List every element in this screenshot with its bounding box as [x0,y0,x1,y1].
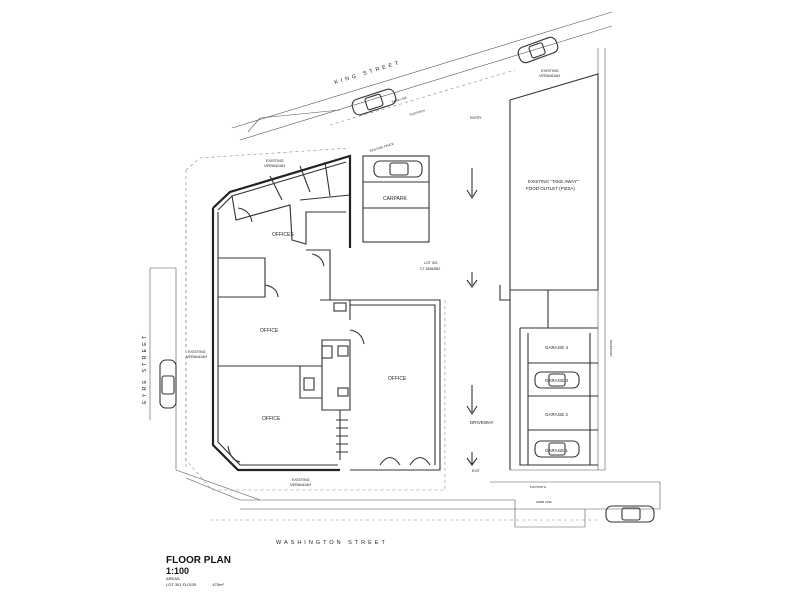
room-label-carpark: CARPARK [383,196,407,202]
room-label-office-bottom: OFFICE [262,416,281,422]
room-label-offices: OFFICES [272,232,294,238]
takeaway-label-2: FOOD OUTLET (PIZZA) [526,186,575,191]
fence-label-north: EXISTING FENCE [369,142,394,153]
car-icon [373,160,423,178]
plan-title: FLOOR PLAN [166,555,231,566]
car-park-area [362,155,430,243]
garage-label-2: GARAGE 2 [545,412,569,417]
plan-scale: 1:100 [166,566,190,576]
footpath-label-north: FOOTPATH [409,108,425,116]
garage-label-3: GARAGE 3 [545,378,569,383]
building-walls [211,154,441,472]
driveway-label: DRIVEWAY [470,420,494,425]
takeaway-and-garages [499,73,599,470]
car-icon [534,371,580,389]
room-label-office-right: OFFICE [388,376,407,382]
car-icon [517,36,559,64]
garage-label-4: GARAGE 4 [545,345,569,350]
kerbline-label-north: KERB LINE [391,96,407,104]
room-label-office-left: OFFICE [260,328,279,334]
areas-heading: AREAS [166,576,180,581]
exit-label: EXIT [472,469,481,473]
garage-label-1: GARAGE 1 [545,448,569,453]
arrow-down-icon [466,272,478,288]
driveway-arrows [466,168,478,466]
car-icon [351,88,397,116]
car-icon [159,359,177,409]
lot-label: LOT 301 [424,261,438,265]
cars [159,36,655,523]
takeaway-label-1: EXISTING "TAKE AWAY" [528,179,579,184]
arrow-down-icon [466,385,478,416]
boundary-label-east: BOUNDARY [609,340,613,357]
area-row: LOT 301 FLOOR 470m² [166,582,231,587]
lot-sublabel: CT 5495/882 [420,267,440,271]
street-label-eyre: EYRE STREET [142,333,148,404]
car-icon [605,505,655,523]
car-icon [534,440,580,458]
arrow-down-icon [466,452,478,466]
verandah-outlines [185,147,446,491]
footpath-label-south: FOOTPATH [530,485,546,489]
area-name: LOT 301 FLOOR [166,582,197,587]
site-boundaries [149,11,661,528]
kerbline-label-south: KERB LINE [536,500,552,504]
street-label-washington: WASHINGTON STREET [276,540,388,546]
street-label-king: KING STREET [334,60,402,86]
arrow-down-icon [466,168,478,200]
entry-label: ENTRY [470,116,482,120]
area-value: 470m² [212,582,224,587]
title-block: FLOOR PLAN 1:100 AREAS LOT 301 FLOOR 470… [166,555,231,587]
